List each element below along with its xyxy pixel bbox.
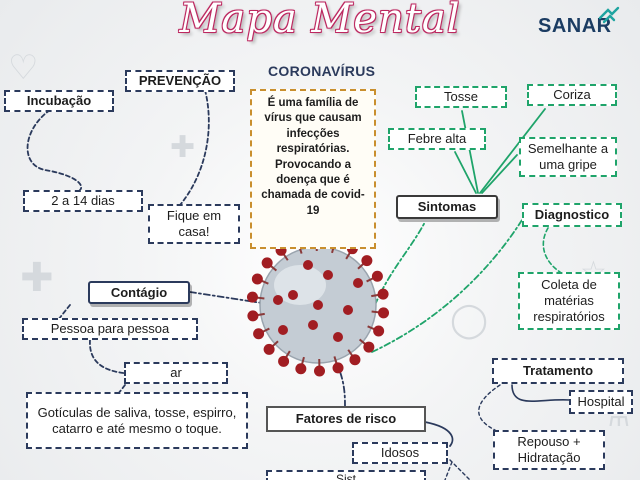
virus-surface-spike [303,260,313,270]
link-diagnostico [371,219,523,353]
link-idosos [424,421,454,447]
node-repouso: Repouso + Hidratação [493,430,605,470]
node-sistema-cut: Sist [266,470,426,480]
node-tratamento: Tratamento [492,358,624,384]
link-coriza [479,108,546,194]
node-sintomas: Sintomas [396,195,498,219]
virus-spike-head [361,255,373,267]
link-tosse [461,110,479,194]
virus-spike-head [332,362,344,374]
link-repouso [478,384,501,431]
virus-surface-spots [273,260,363,342]
node-incubacao-value: 2 a 14 dias [23,190,143,212]
virus-spike-head [373,325,385,337]
virus-surface-spike [308,320,318,330]
sanar-logo: SANAR [538,15,612,37]
node-incubacao: Incubação [4,90,114,112]
plus-icon: ✚ [20,255,54,301]
node-diagnostico: Diagnostico [522,203,622,227]
virus-surface-spike [288,290,298,300]
virus-spike-head [295,363,307,375]
node-prevencao: PREVENÇÃO [125,70,235,92]
virus-surface-spike [343,305,353,315]
node-hospital: Hospital [569,390,633,414]
link-incubacao [26,109,83,191]
node-diagnostico-value: Coleta de matérias respiratórios [518,272,620,330]
circle-icon: ◯ [450,300,489,340]
page-title: Mapa Mental [179,0,461,42]
node-goticulas: Gotículas de saliva, tosse, espirro, cat… [26,392,248,449]
virus-spike-head [314,365,326,377]
link-diagnostico-value [542,227,561,273]
plus-icon-2: ✚ [170,130,196,165]
virus-spike-head [349,354,361,366]
virus-surface-spike [313,300,323,310]
definition-box: É uma família de vírus que causam infecç… [250,89,376,249]
virus-spike-head [263,343,275,355]
virus-spike-head [247,310,259,322]
link-tratamento [511,384,571,402]
virus-surface-spike [273,295,283,305]
virus-surface-spike [353,278,363,288]
virus-surface-spike [333,332,343,342]
node-coriza: Coriza [527,84,617,106]
node-prevencao-value: Fique em casa! [148,204,240,244]
virus-surface-spike [278,325,288,335]
link-prevencao [179,89,210,206]
link-idosos-more [444,459,471,480]
virus-spike-head [278,355,290,367]
link-gripe [481,154,518,194]
virus-spike-head [261,257,273,269]
node-fatores: Fatores de risco [266,406,426,432]
virus-spike-head [246,291,258,303]
logo-mark-icon [598,6,620,24]
link-febre [454,151,477,194]
virus-spike-head [377,288,389,300]
virus-spike-head [378,307,390,319]
virus-surface-spike [323,270,333,280]
node-contagio: Contágio [88,281,190,304]
link-contagio-value [57,304,71,321]
node-contagio-value: Pessoa para pessoa [22,318,198,340]
central-heading: CORONAVÍRUS [268,63,376,79]
node-febre: Febre alta [388,128,486,150]
node-idosos: Idosos [352,442,448,464]
virus-spike-head [363,341,375,353]
node-gripe: Semelhante a uma gripe [519,137,617,177]
virus-spike-head [371,270,383,282]
virus-spike-head [253,328,265,340]
node-ar: ar [124,362,228,384]
virus-spike-head [251,273,263,285]
node-tosse: Tosse [415,86,507,108]
coronavirus-illustration [246,233,390,377]
heart-icon: ♡ [8,48,39,88]
